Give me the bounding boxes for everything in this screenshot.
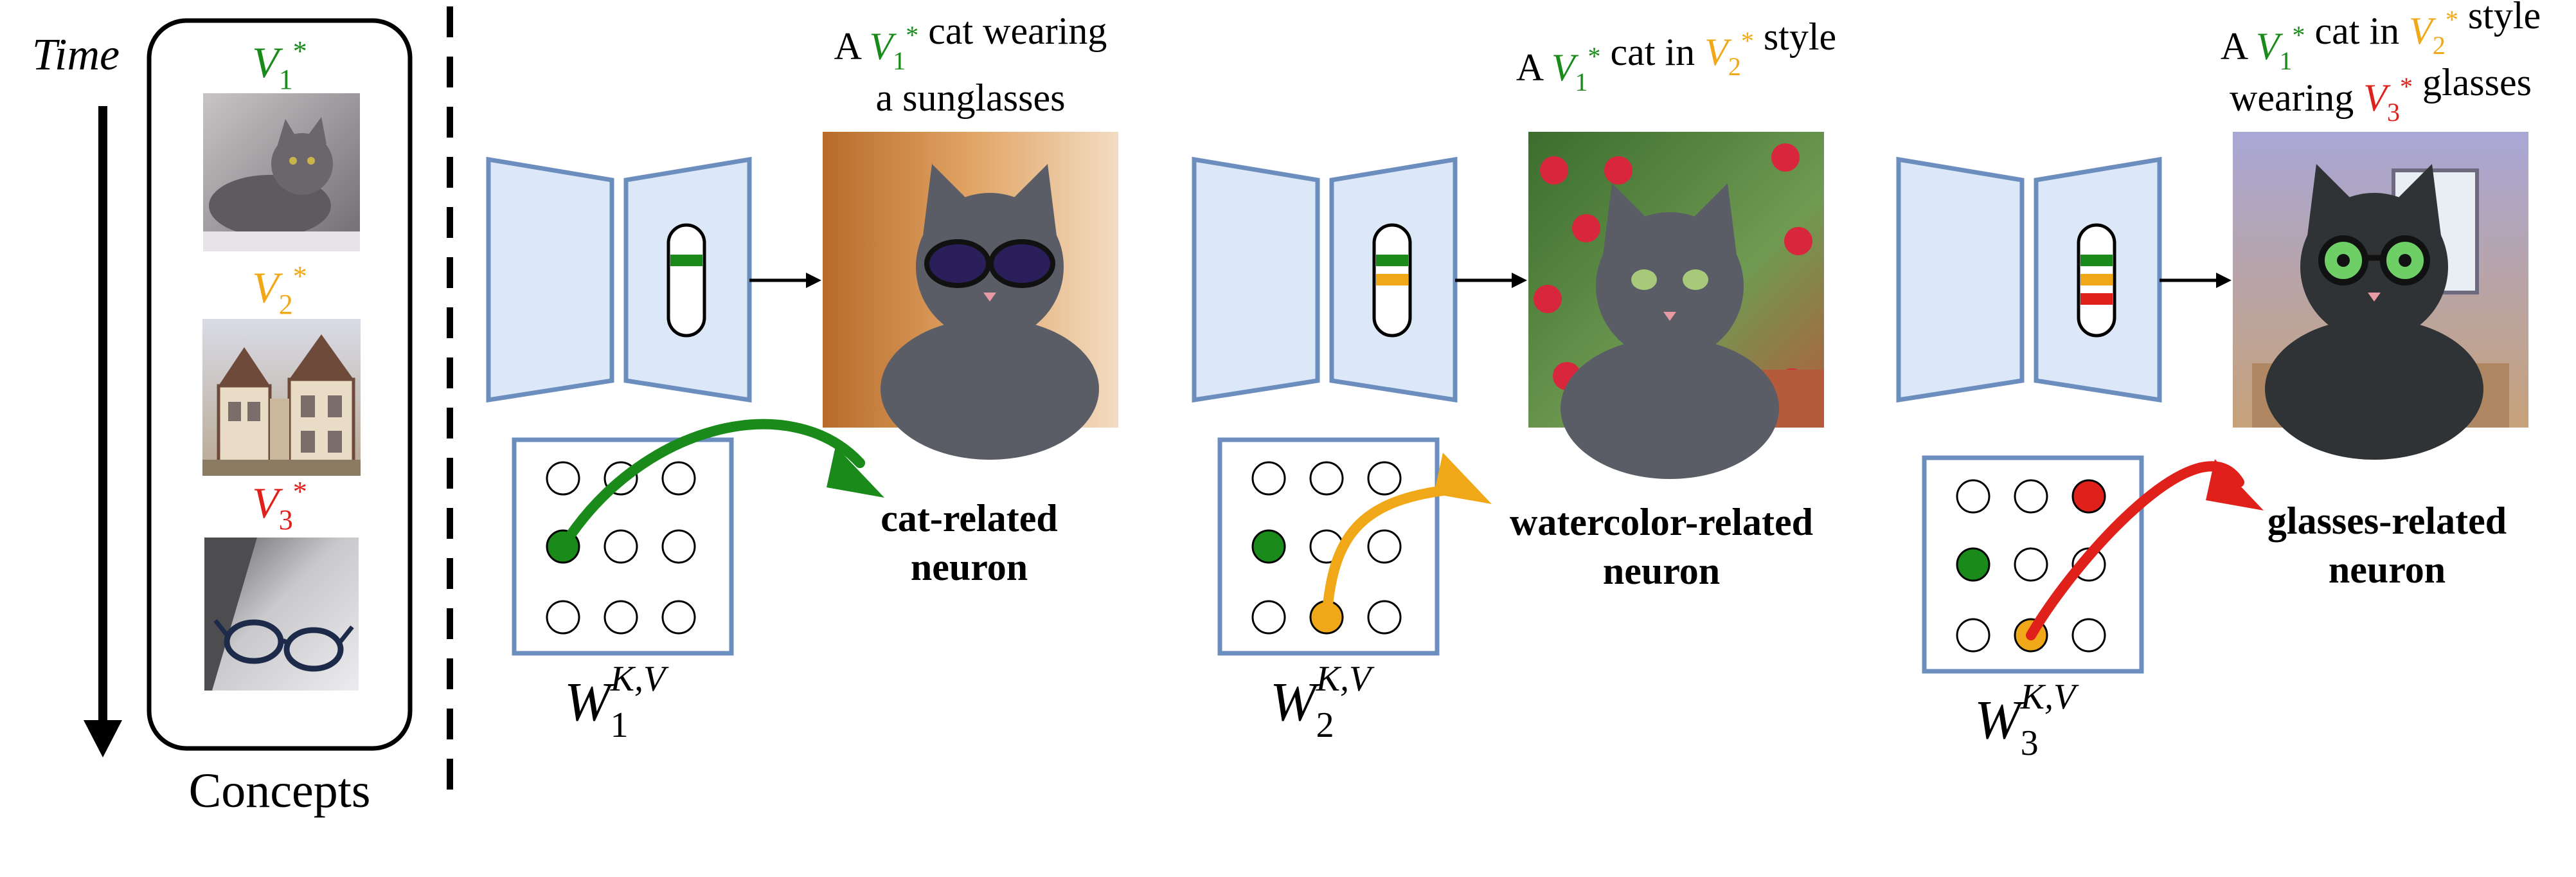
neuron-active-green <box>1956 547 1990 582</box>
concept-photo-cat <box>203 93 360 251</box>
neuron-inactive <box>1956 618 1990 653</box>
neuron-inactive <box>1367 529 1402 564</box>
encoder-block <box>1896 156 2025 403</box>
token-stripe-green <box>1376 255 1408 266</box>
neuron-inactive <box>2014 547 2048 582</box>
neuron-inactive <box>661 461 696 496</box>
prompt-caption-line-1: A V1* cat in V2* style <box>2221 0 2541 75</box>
neuron-arrow-head <box>2206 459 2264 511</box>
neuron-inactive <box>1309 461 1344 496</box>
weight-label: W3K,V <box>1974 677 2079 763</box>
encoder-block <box>486 156 614 403</box>
neuron-label-line-1: cat-related <box>881 497 1057 539</box>
token-stripe-orange <box>2080 274 2113 285</box>
prompt-caption-line-1: A V1* cat wearing <box>834 10 1107 75</box>
output-image <box>2233 132 2528 460</box>
neuron-arrow <box>1321 484 1466 622</box>
neuron-label-line-1: watercolor-related <box>1510 501 1813 543</box>
concepts-label: Concepts <box>189 764 371 818</box>
neuron-arrow <box>558 419 865 552</box>
output-arrow-head <box>1512 273 1527 288</box>
neuron-inactive <box>2014 479 2048 514</box>
neuron-label-line-1: glasses-related <box>2267 500 2507 542</box>
neuron-inactive <box>546 461 580 496</box>
output-arrow-head <box>2216 273 2232 288</box>
timeline: Time <box>32 30 122 757</box>
neuron-inactive <box>546 600 580 635</box>
concept-token-2: V2* <box>252 260 307 320</box>
neuron-arrow-head <box>827 446 884 498</box>
neuron-label-line-2: neuron <box>2329 548 2446 591</box>
output-image <box>823 132 1118 460</box>
neuron-inactive <box>604 529 638 564</box>
prompt-caption-line-2: wearing V3* glasses <box>2230 61 2532 127</box>
neuron-inactive <box>1367 600 1402 635</box>
concept-token-1: V1* <box>252 35 307 95</box>
neuron-active-red <box>2071 479 2106 514</box>
token-bar <box>666 223 706 338</box>
neuron-inactive <box>604 600 638 635</box>
output-image <box>1528 132 1824 479</box>
prompt-caption-line-2: a sunglasses <box>876 77 1066 119</box>
neuron-inactive <box>661 600 696 635</box>
step-2: A V1* cat in V2* style watercolor-related… <box>1192 15 1836 745</box>
prompt-caption-line-1: A V1* cat in V2* style <box>1516 15 1836 96</box>
token-stripe-orange <box>1376 274 1408 285</box>
neuron-inactive <box>1251 461 1286 496</box>
neuron-inactive <box>1956 479 1990 514</box>
concept-photo-glasses <box>204 538 359 691</box>
concepts-box <box>147 18 413 751</box>
concepts-panel: V1* V2* V3* <box>147 18 413 818</box>
neuron-active-green <box>1251 529 1286 564</box>
neuron-inactive <box>1367 461 1402 496</box>
weight-label: W2K,V <box>1270 659 1375 745</box>
output-arrow-head <box>806 273 821 288</box>
token-stripe-red <box>2080 293 2113 305</box>
neuron-arrow-head <box>1434 453 1492 504</box>
neuron-label-line-2: neuron <box>1603 550 1720 592</box>
concept-photo-house <box>202 319 361 476</box>
neuron-inactive <box>2071 618 2106 653</box>
concept-token-3: V3* <box>252 476 307 536</box>
token-stripe-green <box>670 255 702 266</box>
time-label: Time <box>32 30 120 80</box>
encoder-block <box>1192 156 1320 403</box>
neuron-inactive <box>1251 600 1286 635</box>
neuron-inactive <box>661 529 696 564</box>
neuron-label-line-2: neuron <box>911 546 1028 588</box>
weight-label: W1K,V <box>564 659 669 745</box>
time-arrow-head <box>84 720 122 757</box>
token-stripe-green <box>2080 255 2113 266</box>
